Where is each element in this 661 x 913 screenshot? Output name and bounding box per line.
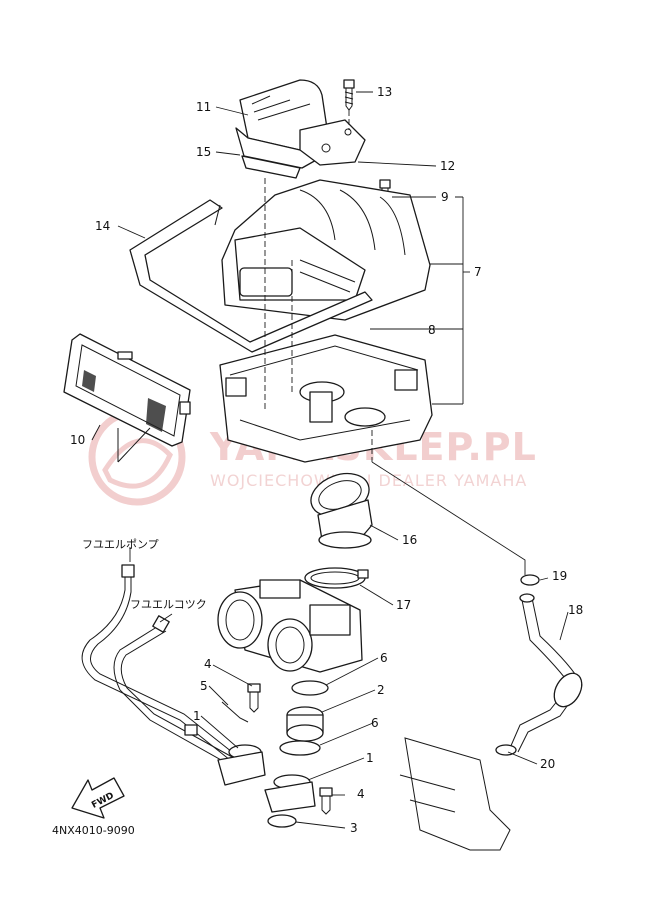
part-8-case-lower: [219, 334, 433, 463]
part-10-filter-element: [63, 333, 191, 463]
callout-4-right: 4: [357, 787, 365, 801]
leader-lines: [91, 91, 569, 829]
callout-14: 14: [95, 219, 110, 233]
callout-19: 19: [552, 569, 567, 583]
callout-18: 18: [568, 603, 583, 617]
callout-9: 9: [441, 190, 449, 204]
part-3-oring: [267, 814, 297, 828]
part-5-pin: [221, 701, 249, 723]
part-19-clip: [520, 574, 540, 586]
callout-5: 5: [200, 679, 208, 693]
callout-1-right: 1: [366, 751, 374, 765]
part-7-case-cover: [221, 179, 431, 321]
callout-13: 13: [377, 85, 392, 99]
part-1-joint-lower: [264, 774, 316, 813]
assembly-lines: [264, 178, 526, 575]
callout-10: 10: [70, 433, 85, 447]
callout-15: 16: [402, 533, 417, 547]
callout-7: 7: [474, 265, 482, 279]
part-17-clamp: [304, 567, 369, 589]
part-4-screw-upper: [247, 683, 261, 713]
part-6-clip-lower: [279, 740, 321, 756]
carburetor: [217, 579, 363, 673]
part-12-plate: [299, 119, 366, 166]
callout-1-left: 1: [193, 709, 201, 723]
watermark-sub-text: WOJCIECHOWICZ I DEALER YAMAHA: [210, 471, 527, 490]
callout-6-lower: 6: [371, 716, 379, 730]
callout-16: 15: [196, 145, 211, 159]
callout-17: 17: [396, 598, 411, 612]
diagram-code: 4NX4010-9090: [52, 824, 135, 837]
part-13-screw: [343, 79, 355, 130]
callout-3: 3: [350, 821, 358, 835]
fuel-cock-label: フユエルコツク: [130, 598, 207, 611]
part-18-breather-hose: [509, 593, 583, 753]
part-15-joint: [310, 472, 373, 549]
fuel-hoses: [81, 564, 235, 766]
callout-2: 2: [377, 683, 385, 697]
callout-4-left: 4: [204, 657, 212, 671]
callout-12: 12: [440, 159, 455, 173]
callout-20: 20: [540, 757, 555, 771]
part-20-clip: [495, 744, 517, 756]
part-2-collar: [286, 706, 324, 742]
fuel-pump-label: フユエルポンプ: [82, 538, 159, 551]
part-6-clip-upper: [291, 680, 329, 696]
fwd-arrow: FWD: [71, 777, 125, 819]
part-1-joint-upper: [217, 744, 266, 786]
part-14-gasket-frame: [129, 199, 373, 353]
callout-labels: 11 15 13 12 9 14 7 8 10 16 17 19 18 6 2 …: [70, 85, 583, 835]
part-4-screw-lower: [319, 787, 333, 815]
callout-8: 8: [428, 323, 436, 337]
callout-11: 11: [196, 100, 211, 114]
engine-outline: [399, 737, 511, 851]
callout-6-upper: 6: [380, 651, 388, 665]
